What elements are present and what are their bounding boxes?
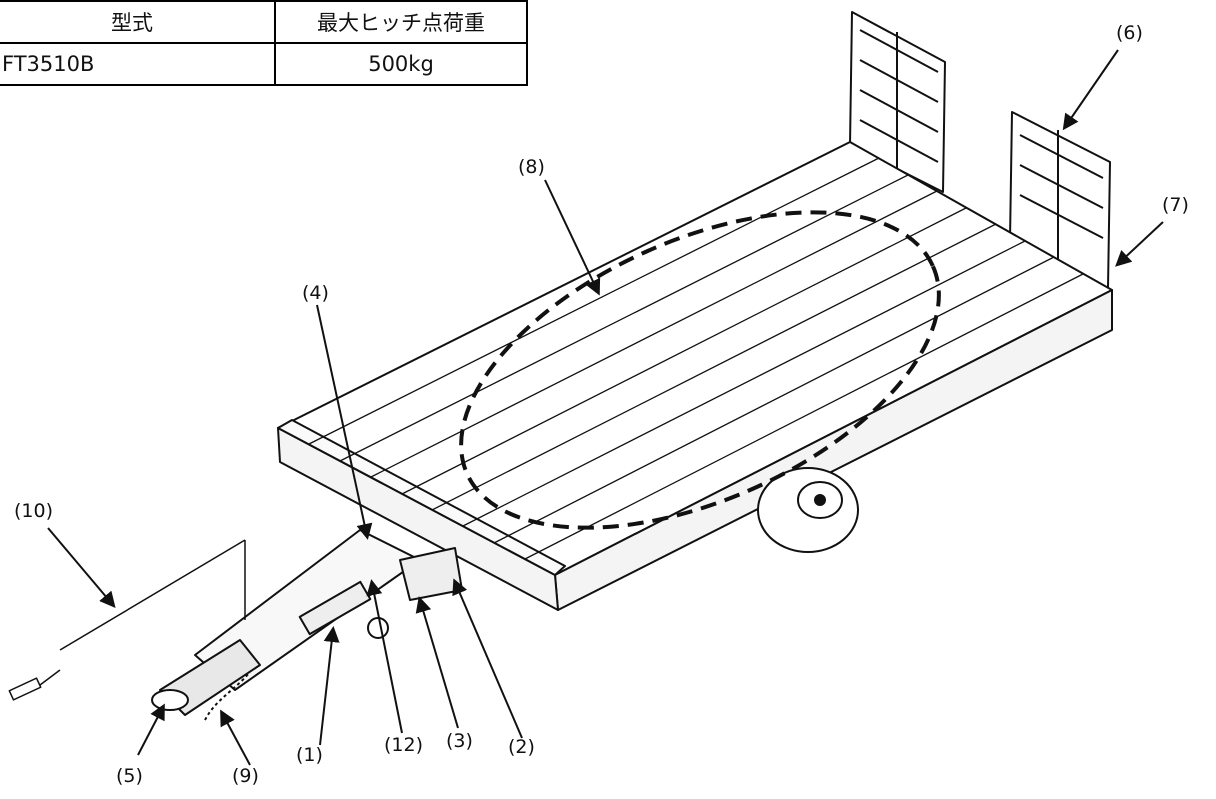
safety-chain — [204, 671, 251, 721]
spec-table-header-row: 型式 最大ヒッチ点荷重 — [0, 0, 528, 44]
ramp-right — [1009, 111, 1111, 289]
callout-7: (7) — [1162, 194, 1189, 216]
wheel — [757, 467, 859, 553]
leader-1 — [319, 626, 340, 746]
callout-5: (5) — [116, 765, 143, 787]
callout-10: (10) — [14, 500, 54, 522]
leader-12 — [366, 579, 403, 734]
callout-12: (12) — [384, 734, 424, 756]
leader-7 — [1115, 221, 1164, 267]
spec-table-row: FT3510B 500kg — [0, 42, 528, 86]
leader-6 — [1062, 49, 1119, 131]
callout-2: (2) — [508, 736, 535, 758]
callout-1: (1) — [296, 744, 323, 766]
spec-header-max-hitch-load: 最大ヒッチ点荷重 — [274, 0, 528, 44]
leader-3 — [415, 596, 459, 729]
loading-area-marker — [459, 210, 941, 530]
spec-table: 型式 最大ヒッチ点荷重 FT3510B 500kg — [0, 0, 528, 86]
leader-9 — [220, 709, 251, 766]
cable — [8, 539, 246, 701]
leader-4 — [316, 304, 373, 540]
callout-3: (3) — [446, 730, 473, 752]
ramp-left — [849, 11, 946, 193]
spec-header-model: 型式 — [0, 0, 276, 44]
spec-model-value: FT3510B — [0, 42, 276, 86]
callout-9: (9) — [232, 765, 259, 787]
leader-8 — [544, 179, 601, 296]
callout-8: (8) — [518, 156, 545, 178]
spec-max-hitch-load-value: 500kg — [274, 42, 528, 86]
leader-5 — [137, 703, 165, 756]
callout-6: (6) — [1116, 22, 1143, 44]
leader-10 — [47, 527, 116, 609]
leader-2 — [452, 578, 523, 739]
drawbar — [151, 529, 463, 716]
callout-4: (4) — [302, 282, 329, 304]
